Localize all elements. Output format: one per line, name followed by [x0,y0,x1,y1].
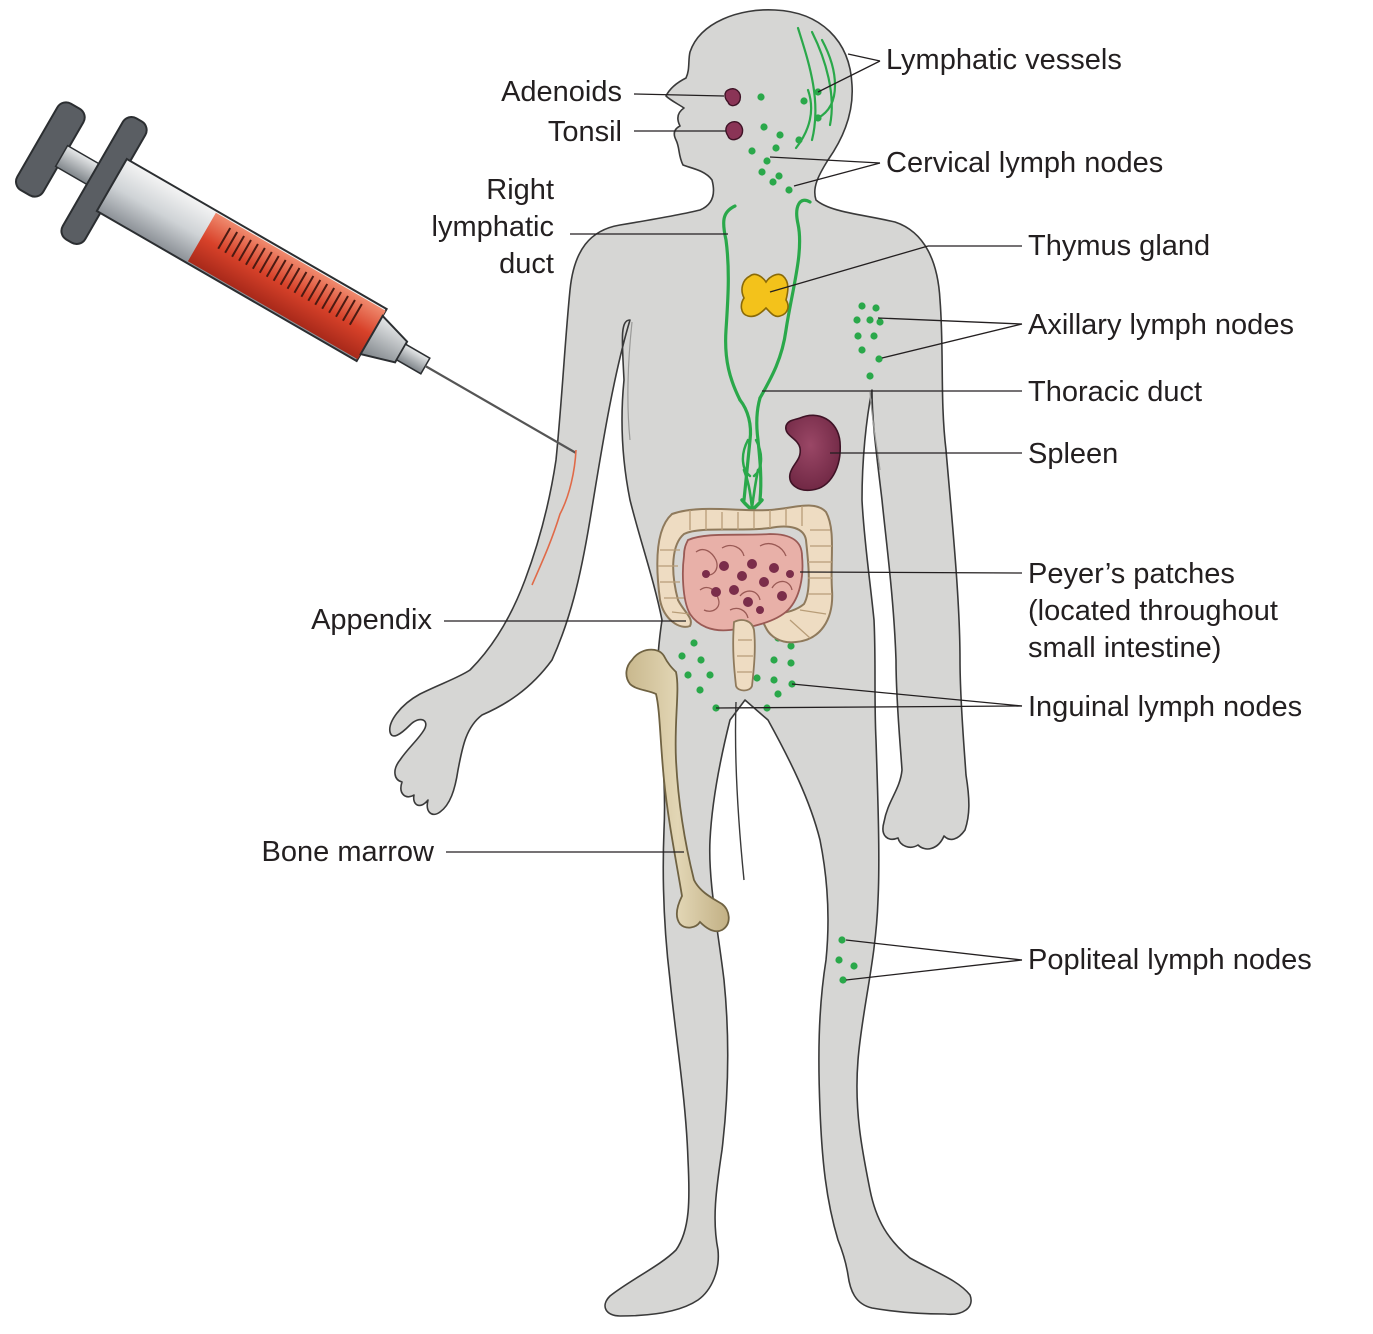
label-peyers-patches-line2: (located throughout [1028,593,1358,630]
label-peyers-patches: Peyer’s patches (located throughout smal… [1028,556,1358,667]
label-popliteal-lymph-nodes: Popliteal lymph nodes [1028,942,1312,979]
label-thoracic-duct: Thoracic duct [1028,374,1202,411]
syringe-blood [188,213,386,359]
label-bone-marrow: Bone marrow [200,834,434,871]
thymus-icon [741,274,788,316]
label-lymphatic-vessels: Lymphatic vessels [886,42,1122,79]
tonsil-icon [726,122,743,140]
label-axillary-lymph-nodes: Axillary lymph nodes [1028,307,1294,344]
label-right-lymphatic-duct-line1: Right [380,172,554,209]
label-thymus-gland: Thymus gland [1028,228,1210,265]
label-peyers-patches-line1: Peyer’s patches [1028,556,1358,593]
label-cervical-lymph-nodes: Cervical lymph nodes [886,145,1163,182]
syringe-needle [425,366,576,453]
label-appendix: Appendix [240,602,432,639]
appendix-icon [733,620,755,690]
label-adenoids: Adenoids [460,74,622,111]
label-right-lymphatic-duct-line2: lymphatic [380,209,554,246]
syringe-plunger-cap [12,99,88,201]
label-tonsil: Tonsil [460,114,622,151]
label-right-lymphatic-duct: Right lymphatic duct [380,172,554,283]
label-right-lymphatic-duct-line3: duct [380,246,554,283]
label-inguinal-lymph-nodes: Inguinal lymph nodes [1028,689,1302,726]
label-peyers-patches-line3: small intestine) [1028,630,1358,667]
label-spleen: Spleen [1028,436,1118,473]
inner-leg-line [735,702,744,880]
